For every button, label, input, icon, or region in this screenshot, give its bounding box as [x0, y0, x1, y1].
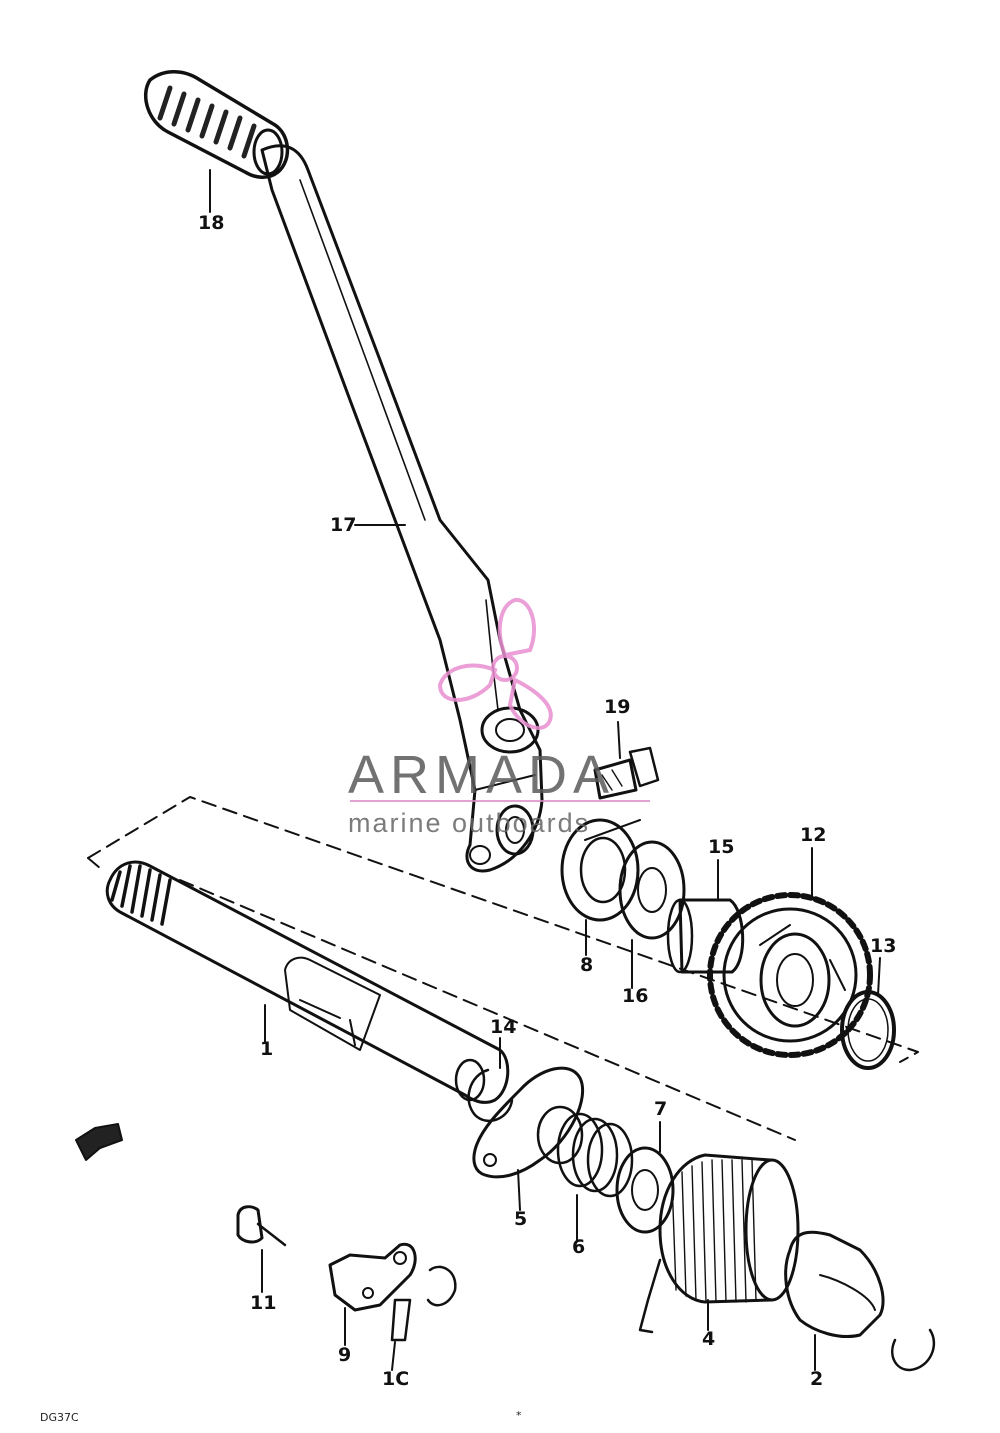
diagram-code: DG37C — [40, 1411, 79, 1424]
propeller-logo — [437, 598, 553, 730]
kick-return-spring — [638, 1153, 800, 1334]
washer-16 — [618, 840, 686, 940]
kick-starter-gear — [707, 892, 873, 1058]
label-part-6: 6 — [572, 1236, 586, 1258]
spring-stopper — [784, 1230, 885, 1339]
watermark-title: ARMADA — [348, 745, 616, 805]
assembly-outline — [87, 796, 919, 1141]
coil-spring-small — [556, 1112, 634, 1198]
label-part-17: 17 — [330, 514, 357, 536]
label-part-8: 8 — [580, 954, 594, 976]
snap-ring — [840, 990, 896, 1070]
label-part-12: 12 — [800, 824, 827, 846]
label-part-2: 2 — [810, 1368, 824, 1390]
label-part-7: 7 — [654, 1098, 668, 1120]
label-part-19: 19 — [604, 696, 631, 718]
label-part-18: 18 — [198, 212, 225, 234]
front-arrow-icon — [75, 1123, 123, 1161]
washer-7 — [615, 1146, 675, 1234]
watermark-subtitle: marine outboards — [348, 808, 591, 838]
pinch-bolt — [593, 746, 660, 800]
leader-lines — [209, 169, 881, 1371]
label-part-15: 15 — [708, 836, 735, 858]
footer-mark: * — [516, 1409, 522, 1422]
watermark-rule — [350, 800, 650, 802]
kick-lever-grip — [144, 70, 290, 179]
kick-shaft — [105, 860, 510, 1104]
label-part-11: 11 — [250, 1292, 277, 1314]
label-part-10: 1C — [382, 1368, 410, 1390]
kick-lever-arm — [260, 144, 544, 873]
label-part-13: 13 — [870, 935, 897, 957]
label-part-1: 1 — [260, 1038, 274, 1060]
bushing — [666, 898, 745, 974]
stopper-plate — [328, 1242, 417, 1312]
label-part-9: 9 — [338, 1344, 352, 1366]
guide-bolt — [236, 1205, 287, 1247]
label-part-16: 16 — [622, 985, 649, 1007]
label-part-4: 4 — [702, 1328, 716, 1350]
oil-seal — [560, 818, 641, 922]
label-part-5: 5 — [514, 1208, 528, 1230]
lock-washer — [390, 1265, 457, 1342]
circlip — [467, 1068, 514, 1122]
label-part-14: 14 — [490, 1016, 517, 1038]
clip-ring — [891, 1328, 936, 1372]
